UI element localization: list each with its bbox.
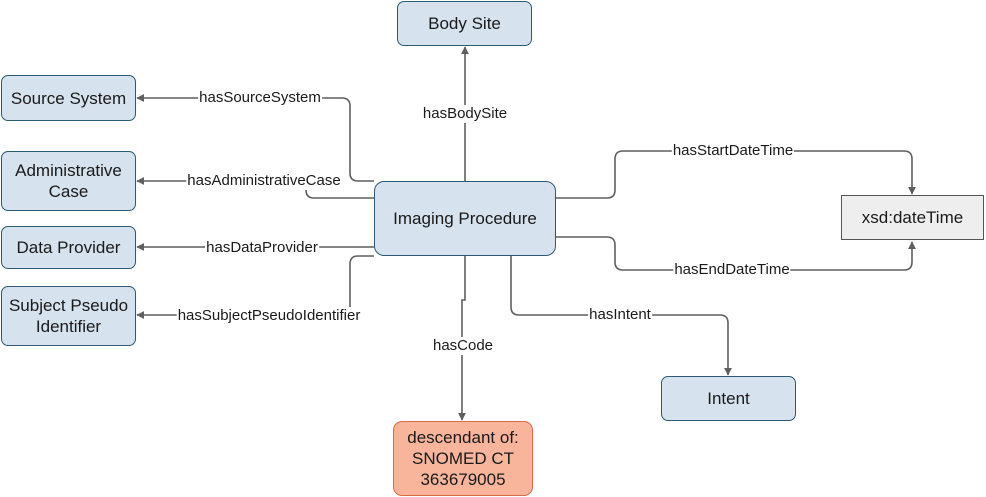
- edge-has-source-system: [136, 94, 374, 182]
- node-imaging-procedure: Imaging Procedure: [374, 181, 556, 256]
- node-data-provider: Data Provider: [1, 226, 136, 269]
- label-has-source-system: hasSourceSystem: [198, 89, 322, 107]
- node-snomed-code-constraint: descendant of: SNOMED CT 363679005: [393, 421, 533, 496]
- label-has-body-site: hasBodySite: [421, 105, 509, 123]
- edge-has-code: [458, 256, 466, 421]
- node-administrative-case: Administrative Case: [1, 151, 136, 211]
- label-has-subject-pseudo-identifier: hasSubjectPseudoIdentifier: [176, 307, 362, 325]
- node-body-site: Body Site: [397, 1, 532, 46]
- label-has-start-date-time: hasStartDateTime: [671, 142, 795, 160]
- node-subject-pseudo-identifier: Subject Pseudo Identifier: [1, 286, 136, 346]
- edge-has-start-date-time: [556, 150, 916, 199]
- label-has-intent: hasIntent: [588, 306, 652, 324]
- label-has-code: hasCode: [431, 337, 495, 355]
- node-intent: Intent: [661, 376, 796, 421]
- node-xsd-datetime: xsd:dateTime: [841, 195, 984, 240]
- label-has-end-date-time: hasEndDateTime: [673, 261, 791, 279]
- label-has-data-provider: hasDataProvider: [205, 239, 319, 257]
- edge-has-end-date-time: [556, 236, 916, 271]
- label-has-administrative-case: hasAdministrativeCase: [186, 172, 342, 190]
- node-source-system: Source System: [1, 75, 136, 121]
